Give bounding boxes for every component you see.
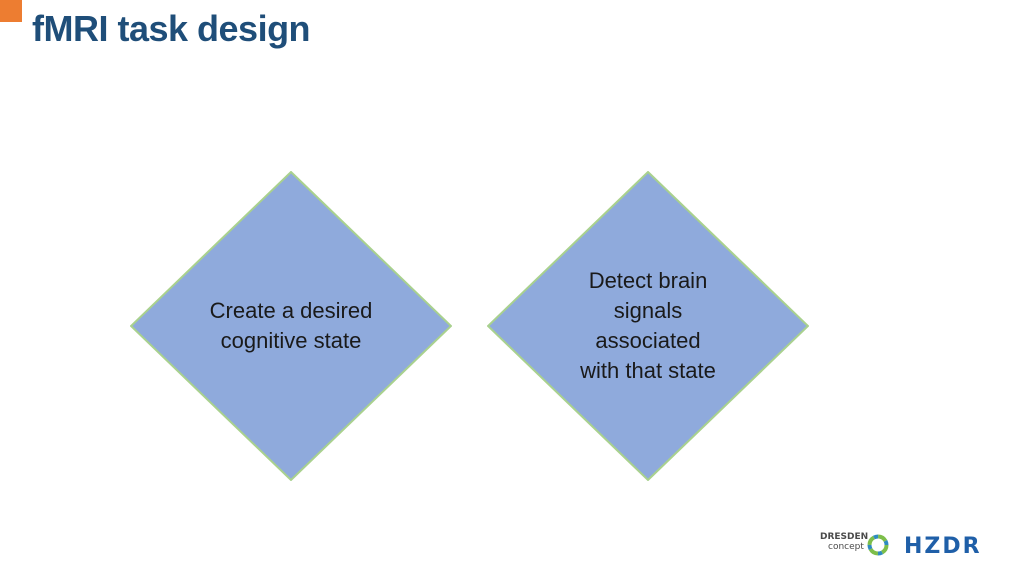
dresden-logo-line1: DRESDEN [820,532,869,542]
diamond-create-shape [130,171,452,481]
diamond-detect: Detect brain signals associated with tha… [487,171,809,481]
hzdr-logo-text: HZDR [904,535,982,555]
slide-title: fMRI task design [32,8,311,49]
hzdr-logo: HZDR [904,535,982,555]
dresden-ring-icon [867,534,889,556]
dresden-concept-logo: DRESDEN concept [820,532,868,552]
diamond-detect-shape [487,171,809,481]
diamond-create: Create a desired cognitive state [130,171,452,481]
dresden-logo-line2: concept [828,542,864,552]
accent-square [0,0,22,22]
